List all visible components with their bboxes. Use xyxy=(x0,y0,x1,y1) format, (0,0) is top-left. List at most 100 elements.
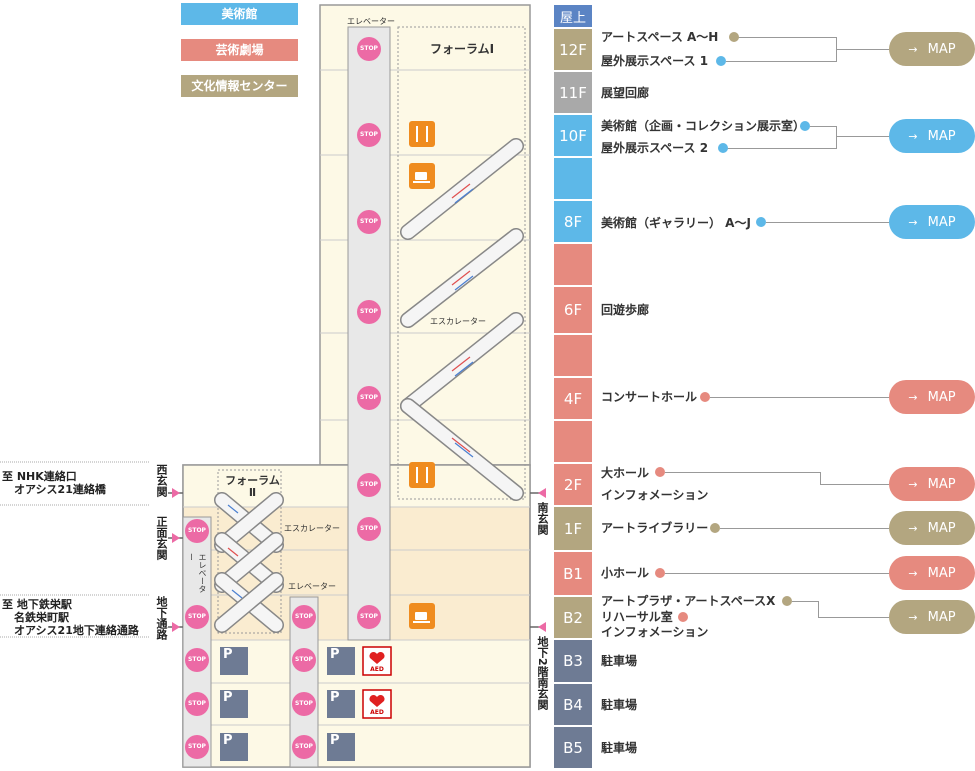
floor-12f-item-2: 屋外展示スペース 1 xyxy=(601,54,709,68)
stop-icon xyxy=(357,386,381,410)
theater-dot xyxy=(655,568,665,578)
map-button-4f[interactable]: →MAP xyxy=(889,380,975,414)
arrow-right-icon: → xyxy=(908,477,918,491)
floor-11f-item-1: 展望回廊 xyxy=(601,86,650,100)
legend-theater: 芸術劇場 xyxy=(181,39,298,61)
culture-dot xyxy=(710,523,720,533)
floor-4f: 4F xyxy=(554,378,592,419)
stop-icon xyxy=(292,605,316,629)
stop-label: STOP xyxy=(360,45,378,52)
b2-south-entrance-arrow xyxy=(538,622,546,632)
aed-icon xyxy=(362,646,392,719)
access-nhk: 至 NHK連絡口 オアシス21連絡橋 xyxy=(2,470,106,496)
parking-letter: P xyxy=(223,647,233,662)
floor-b5-item-1: 駐車場 xyxy=(601,741,638,755)
forum2-label-line2: Ⅱ xyxy=(248,486,257,499)
floor-b4: B4 xyxy=(554,684,592,725)
map-button-label: MAP xyxy=(927,214,956,230)
forum1-label: フォーラムⅠ xyxy=(430,42,495,56)
parking-letter: P xyxy=(223,733,233,748)
elevator-label-top: エレベーター xyxy=(347,17,395,26)
access-nhk-line2: オアシス21連絡橋 xyxy=(14,483,106,496)
parking-letter: P xyxy=(330,733,340,748)
cafe-icon xyxy=(409,163,435,629)
floor-b2-item-1: アートプラザ・アートスペースX xyxy=(601,594,776,608)
floor-10f-item-2: 屋外展示スペース 2 xyxy=(601,141,709,155)
theater-dot xyxy=(700,392,710,402)
map-button-label: MAP xyxy=(927,609,956,625)
forum2-label: フォーラム Ⅱ xyxy=(225,475,280,499)
map-button-b2[interactable]: →MAP xyxy=(889,600,975,634)
stop-icon xyxy=(357,123,381,147)
map-button-10f[interactable]: →MAP xyxy=(889,119,975,153)
stop-label: STOP xyxy=(295,743,313,750)
arrow-right-icon: → xyxy=(908,566,918,580)
access-subway-line1: 至 地下鉄栄駅 xyxy=(2,598,72,611)
south-entrance-arrow xyxy=(538,488,546,498)
stop-label: STOP xyxy=(360,308,378,315)
underground-entrance-arrow xyxy=(172,622,180,632)
b2-south-entrance-label: 地下2階南玄関 xyxy=(536,636,549,710)
parking-letter: P xyxy=(330,690,340,705)
floor-5f xyxy=(554,335,592,376)
map-button-2f[interactable]: →MAP xyxy=(889,467,975,501)
stop-label: STOP xyxy=(295,613,313,620)
floor-b2-item-2: リハーサル室 xyxy=(601,610,673,624)
floor-12f-item-1: アートスペース A〜H xyxy=(601,30,719,44)
museum-dot xyxy=(800,121,810,131)
stop-icon xyxy=(185,605,209,629)
access-nhk-line1: 至 NHK連絡口 xyxy=(2,470,77,483)
floor-6f: 6F xyxy=(554,287,592,333)
main-entrance-label: 正面玄関 xyxy=(155,516,168,560)
map-button-1f[interactable]: → MAP xyxy=(889,511,975,545)
forum1-area xyxy=(397,26,526,500)
arrow-right-icon: → xyxy=(908,129,918,143)
left-elevator-shaft xyxy=(182,516,212,768)
stop-icon xyxy=(357,37,381,61)
stop-label: STOP xyxy=(295,700,313,707)
stop-label: STOP xyxy=(360,525,378,532)
floor-6f-item-1: 回遊歩廊 xyxy=(601,303,650,317)
floor-b2-item-3: インフォメーション xyxy=(601,625,709,639)
floor-9f xyxy=(554,158,592,199)
elevator-label-left: エレベーター xyxy=(187,553,207,593)
culture-dot xyxy=(729,32,739,42)
stop-icon xyxy=(357,300,381,324)
access-subway-line3: オアシス21地下連絡通路 xyxy=(14,624,139,637)
arrow-right-icon: → xyxy=(908,521,918,535)
floor-1f-item-1: アートライブラリー xyxy=(601,521,709,535)
stop-label: STOP xyxy=(360,218,378,225)
aed-label: AED xyxy=(370,666,384,673)
stop-icon xyxy=(185,519,209,543)
museum-dot xyxy=(718,143,728,153)
restaurant-icon xyxy=(409,121,435,488)
floor-b5: B5 xyxy=(554,727,592,768)
floor-3f xyxy=(554,421,592,462)
aed-label: AED xyxy=(370,709,384,716)
stop-icon xyxy=(185,735,209,759)
access-leader-lines xyxy=(0,461,150,638)
map-button-12f[interactable]: →MAP xyxy=(889,32,975,66)
stop-label: STOP xyxy=(188,743,206,750)
elevator-label-mid: エレベーター xyxy=(288,582,336,591)
stop-label: STOP xyxy=(188,613,206,620)
floor-12f: 12F xyxy=(554,29,592,70)
floor-4f-item-1: コンサートホール xyxy=(601,390,698,404)
access-subway: 至 地下鉄栄駅 名鉄栄町駅 オアシス21地下連絡通路 xyxy=(2,598,139,637)
stop-label: STOP xyxy=(360,613,378,620)
museum-dot xyxy=(716,56,726,66)
floor-10f: 10F xyxy=(554,115,592,156)
floor-8f-item-1: 美術館（ギャラリー） A〜J xyxy=(601,216,751,230)
south-entrance-label: 南玄関 xyxy=(536,502,549,535)
map-button-8f[interactable]: →MAP xyxy=(889,205,975,239)
stop-icon xyxy=(357,517,381,541)
forum2-label-line1: フォーラム xyxy=(225,474,280,487)
map-button-label: MAP xyxy=(927,389,956,405)
stop-label: STOP xyxy=(360,131,378,138)
map-button-label: MAP xyxy=(927,520,956,536)
map-button-label: MAP xyxy=(927,565,956,581)
stop-icon xyxy=(292,692,316,716)
floor-b4-item-1: 駐車場 xyxy=(601,698,638,712)
map-button-b1[interactable]: → MAP xyxy=(889,556,975,590)
stop-icon xyxy=(185,648,209,672)
